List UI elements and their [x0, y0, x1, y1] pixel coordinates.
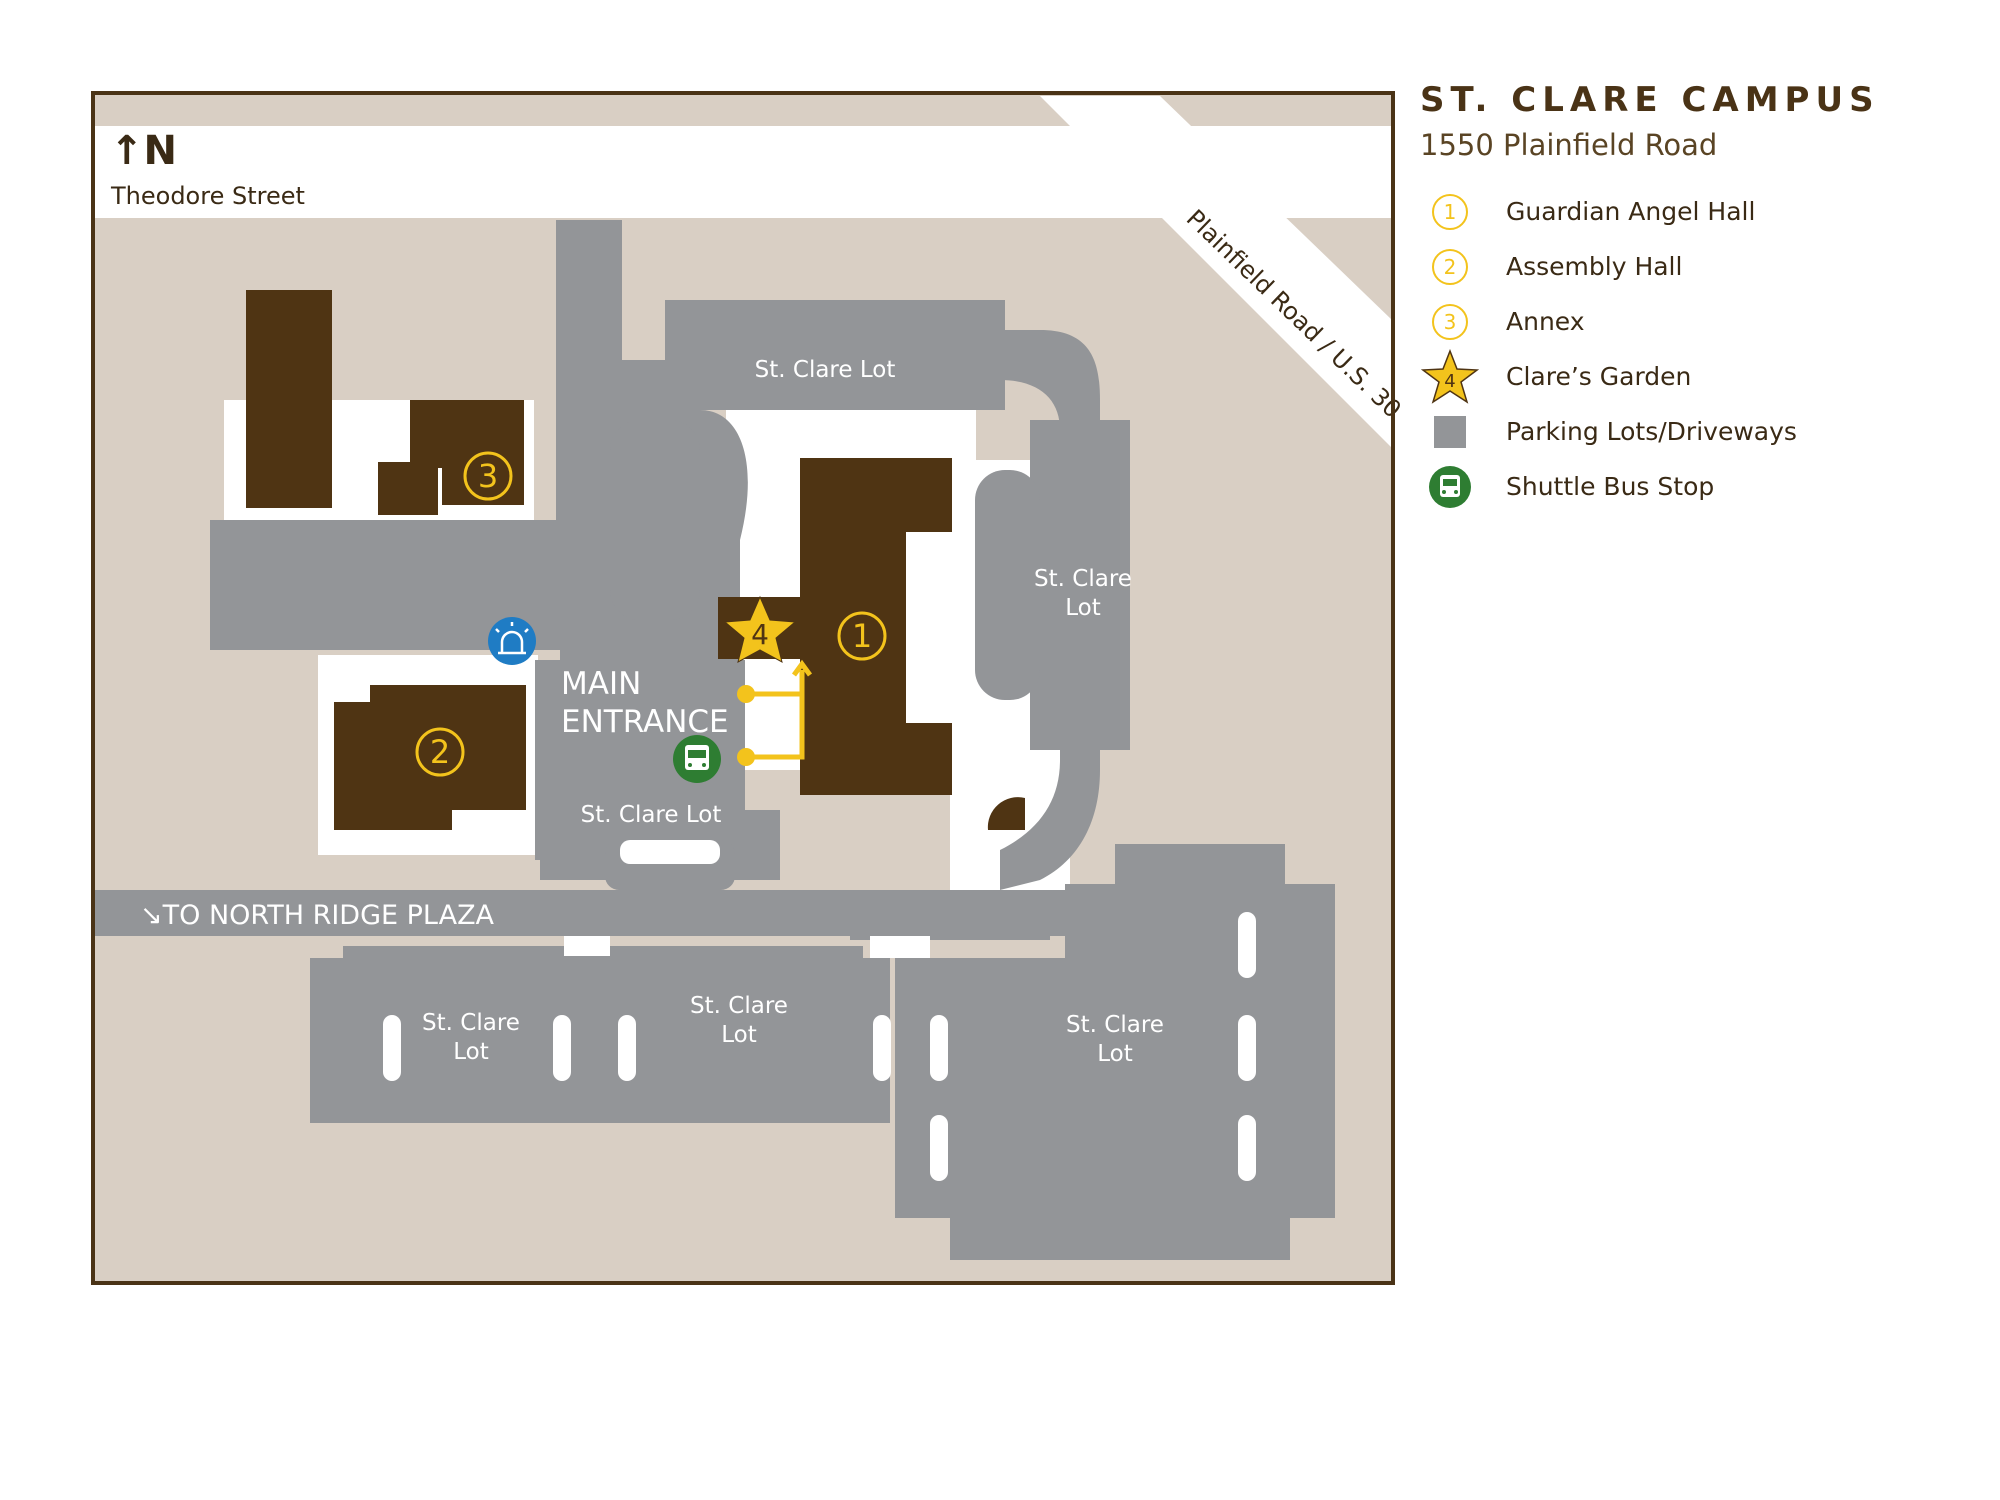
alarm-light-icon [495, 622, 529, 655]
small-structure [987, 797, 1025, 830]
legend-label: Parking Lots/Driveways [1506, 417, 1797, 446]
svg-text:1: 1 [852, 617, 872, 655]
annex-building [378, 400, 524, 515]
legend-item-annex[interactable]: 3 Annex [1420, 294, 1980, 349]
lot-bottom-mid-label-line2: Lot [721, 1022, 757, 1048]
legend-label: Clare’s Garden [1506, 362, 1692, 391]
main-entrance-label-line2: ENTRANCE [561, 704, 729, 740]
buildings [246, 290, 1025, 830]
security-post[interactable] [488, 617, 536, 665]
svg-text:2: 2 [1444, 255, 1457, 279]
campus-address: 1550 Plainfield Road [1420, 128, 1718, 162]
guardian-angel-hall-building [800, 458, 952, 795]
assembly-hall-building [334, 685, 526, 830]
main-entrance-label-line1: MAIN [561, 666, 641, 702]
plainfield-road [1040, 96, 1392, 448]
svg-text:4: 4 [751, 618, 769, 651]
path-dot-lower [737, 748, 755, 766]
legend-item-parking[interactable]: Parking Lots/Driveways [1420, 404, 1980, 459]
number-2-icon: 2 [1420, 239, 1480, 294]
legend-list: 1 Guardian Angel Hall 2 Assembly Hall 3 … [1420, 184, 1980, 514]
entrance-path [748, 659, 813, 760]
lot-top-label: St. Clare Lot [755, 357, 896, 383]
map-frame [91, 91, 1395, 1285]
lot-bottom-left-label-line2: Lot [453, 1039, 489, 1065]
lot-bottom-left-label-line1: St. Clare [422, 1010, 520, 1036]
marker-4[interactable]: 4 [723, 595, 797, 663]
lot-right-label-line2: Lot [1065, 595, 1101, 621]
path-dot-upper [737, 685, 755, 703]
lot-bottom-right-label-line1: St. Clare [1066, 1012, 1164, 1038]
north-wing-building [246, 290, 332, 508]
star-icon [723, 595, 797, 663]
shuttle-bus-stop[interactable] [673, 735, 721, 783]
svg-text:4: 4 [1444, 371, 1455, 392]
legend-item-clares-garden[interactable]: 4 Clare’s Garden [1420, 348, 1980, 404]
svg-text:1: 1 [1444, 200, 1457, 224]
marker-1[interactable]: 1 [837, 611, 887, 661]
lot-center-label: St. Clare Lot [581, 802, 722, 828]
north-arrow: ↑N [110, 128, 177, 174]
theodore-street-label: Theodore Street [110, 182, 305, 210]
lot-right-label-line1: St. Clare [1034, 566, 1132, 592]
legend-panel: ST. CLARE CAMPUS 1550 Plainfield Road 1 … [1420, 80, 1980, 514]
bus-icon [685, 745, 709, 770]
lot-separators [383, 840, 1256, 1181]
campus-title: ST. CLARE CAMPUS [1420, 80, 1880, 120]
number-1-icon: 1 [1420, 184, 1480, 239]
star-icon: 4 [1420, 348, 1480, 404]
legend-label: Shuttle Bus Stop [1506, 472, 1715, 501]
legend-item-assembly-hall[interactable]: 2 Assembly Hall [1420, 239, 1980, 294]
svg-text:3: 3 [1444, 310, 1457, 334]
legend-label: Guardian Angel Hall [1506, 197, 1756, 226]
legend-item-shuttle-bus-stop[interactable]: Shuttle Bus Stop [1420, 459, 1980, 514]
parking-driveways [94, 220, 1335, 1260]
north-ridge-plaza-label: ↘TO NORTH RIDGE PLAZA [140, 900, 495, 931]
marker-3[interactable]: 3 [463, 451, 513, 501]
bus-icon [1420, 459, 1480, 514]
svg-text:2: 2 [430, 733, 450, 771]
legend-label: Annex [1506, 307, 1585, 336]
legend-item-guardian-angel-hall[interactable]: 1 Guardian Angel Hall [1420, 184, 1980, 239]
marker-2[interactable]: 2 [415, 727, 465, 777]
svg-text:3: 3 [478, 457, 498, 495]
parking-swatch-icon [1420, 404, 1480, 459]
lot-bottom-mid-label-line1: St. Clare [690, 993, 788, 1019]
number-3-icon: 3 [1420, 294, 1480, 349]
lot-bottom-right-label-line2: Lot [1097, 1041, 1133, 1067]
legend-label: Assembly Hall [1506, 252, 1683, 281]
